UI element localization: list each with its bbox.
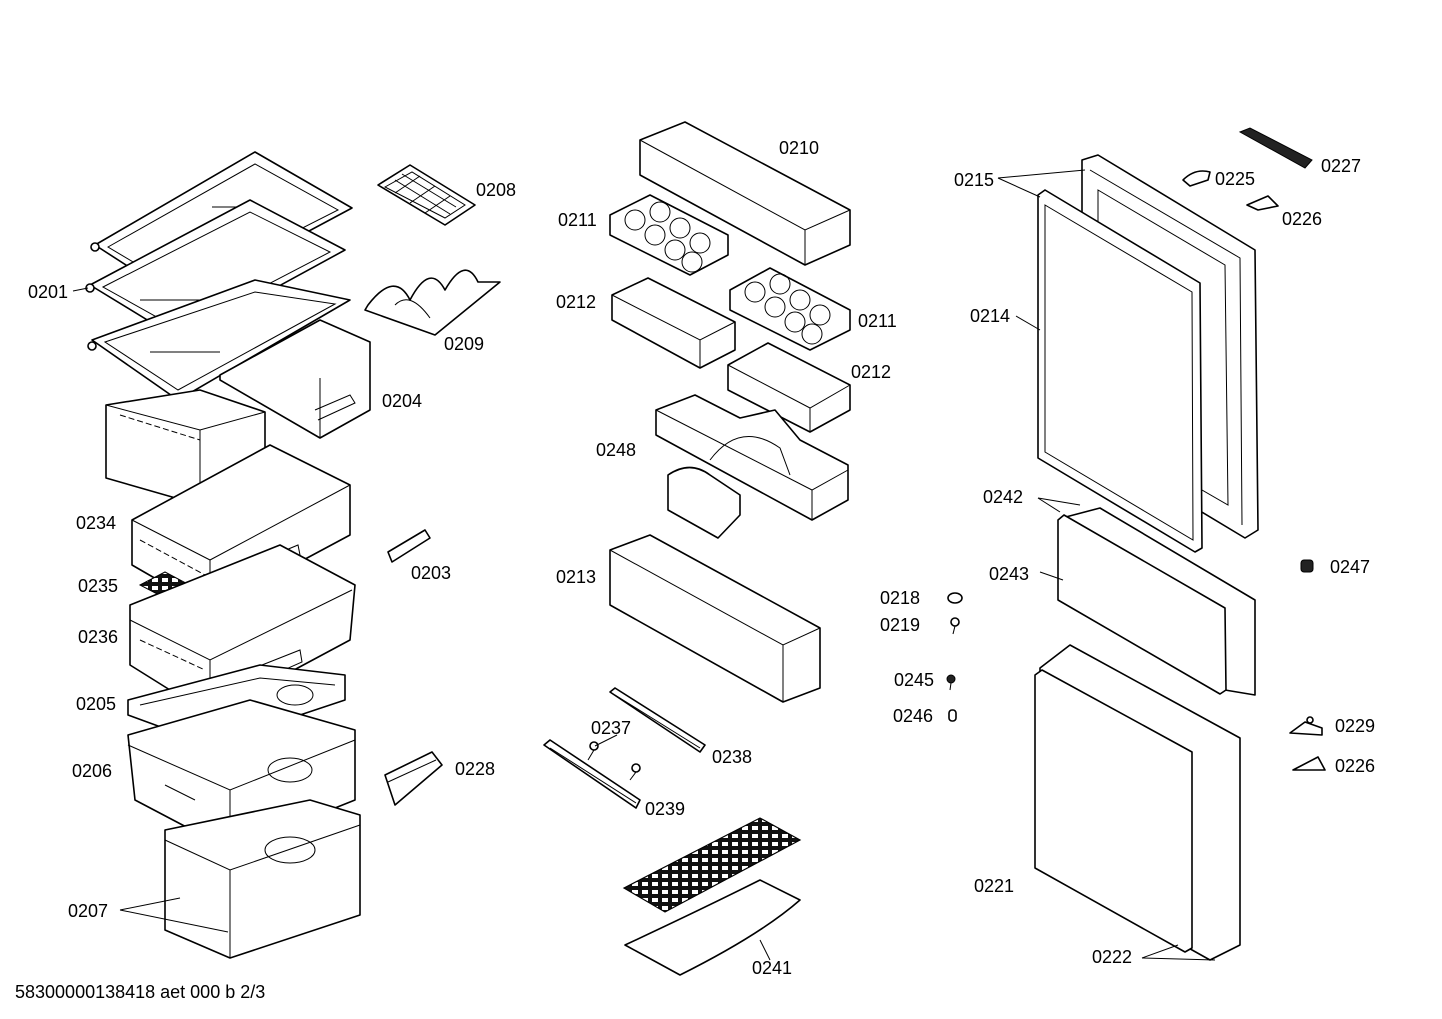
rail-0238	[609, 687, 706, 753]
glass-shelf-0201	[85, 151, 353, 401]
label-0241: 0241	[752, 958, 792, 978]
label-0238: 0238	[712, 747, 752, 767]
drawer-0236	[129, 544, 356, 716]
label-0225: 0225	[1215, 169, 1255, 189]
bushing-0247	[1300, 559, 1314, 573]
label-0201: 0201	[28, 282, 68, 302]
cover-0228	[384, 751, 443, 806]
label-0213: 0213	[556, 567, 596, 587]
bottle-rack-0209	[364, 269, 501, 336]
shelf-0212-upper	[611, 277, 736, 369]
rail-0239	[543, 739, 641, 809]
screw-0245	[946, 674, 956, 691]
cap-0226-lower	[1292, 756, 1326, 771]
label-0237: 0237	[591, 718, 631, 738]
label-0205: 0205	[76, 694, 116, 714]
label-0229: 0229	[1335, 716, 1375, 736]
label-0204: 0204	[382, 391, 422, 411]
door-shelf-0210	[639, 121, 851, 266]
freezer-gasket-0242	[1057, 514, 1227, 695]
freezer-gasket-0222	[1034, 669, 1193, 953]
screw-0219	[950, 617, 960, 635]
label-0214: 0214	[970, 306, 1010, 326]
label-0235: 0235	[78, 576, 118, 596]
label-0247: 0247	[1330, 557, 1370, 577]
hinge-cover-0227	[1238, 127, 1313, 169]
egg-tray-0211-lower	[729, 267, 851, 351]
document-code: 58300000138418 aet 000 b 2/3	[15, 982, 265, 1002]
label-0206: 0206	[72, 761, 112, 781]
label-0219: 0219	[880, 615, 920, 635]
label-0221: 0221	[974, 876, 1014, 896]
label-0215: 0215	[954, 170, 994, 190]
label-0246: 0246	[893, 706, 933, 726]
filter-grid-0241	[622, 817, 802, 976]
label-0226-upper: 0226	[1282, 209, 1322, 229]
part-labels: 0201 0204 0208 0209 0234 0203 0235 0236 …	[28, 138, 1375, 978]
label-0248: 0248	[596, 440, 636, 460]
label-0245: 0245	[894, 670, 934, 690]
leader-lines	[72, 169, 1216, 961]
shelf-0212-lower	[727, 342, 851, 433]
clip-0203	[387, 529, 431, 563]
screw-0237	[587, 741, 641, 781]
egg-tray-0211-upper	[609, 194, 729, 276]
cap-0226-upper	[1246, 195, 1279, 211]
label-0236: 0236	[78, 627, 118, 647]
label-0210: 0210	[779, 138, 819, 158]
label-0234: 0234	[76, 513, 116, 533]
label-0209: 0209	[444, 334, 484, 354]
label-0239: 0239	[645, 799, 685, 819]
label-0227: 0227	[1321, 156, 1361, 176]
label-0212-upper: 0212	[556, 292, 596, 312]
sleeve-0246	[948, 709, 957, 722]
label-0222: 0222	[1092, 947, 1132, 967]
gasket-0214	[1037, 189, 1203, 553]
label-0211-lower: 0211	[858, 311, 897, 331]
door-shelf-0213	[609, 534, 821, 703]
label-0207: 0207	[68, 901, 108, 921]
freezer-drawer-0207	[164, 799, 361, 959]
label-0218: 0218	[880, 588, 920, 608]
label-0243: 0243	[989, 564, 1029, 584]
bottle-shelf-0248	[655, 394, 849, 539]
cap-0225	[1182, 170, 1211, 187]
hinge-0229	[1289, 716, 1323, 736]
label-0226-lower: 0226	[1335, 756, 1375, 776]
label-0212-lower: 0212	[851, 362, 891, 382]
label-0242: 0242	[983, 487, 1023, 507]
ice-tray-0208	[377, 164, 476, 226]
label-0203: 0203	[411, 563, 451, 583]
label-0208: 0208	[476, 180, 516, 200]
plug-0218	[947, 592, 963, 604]
label-0211-upper: 0211	[558, 210, 597, 230]
label-0228: 0228	[455, 759, 495, 779]
crisper-box-0204	[219, 319, 371, 439]
